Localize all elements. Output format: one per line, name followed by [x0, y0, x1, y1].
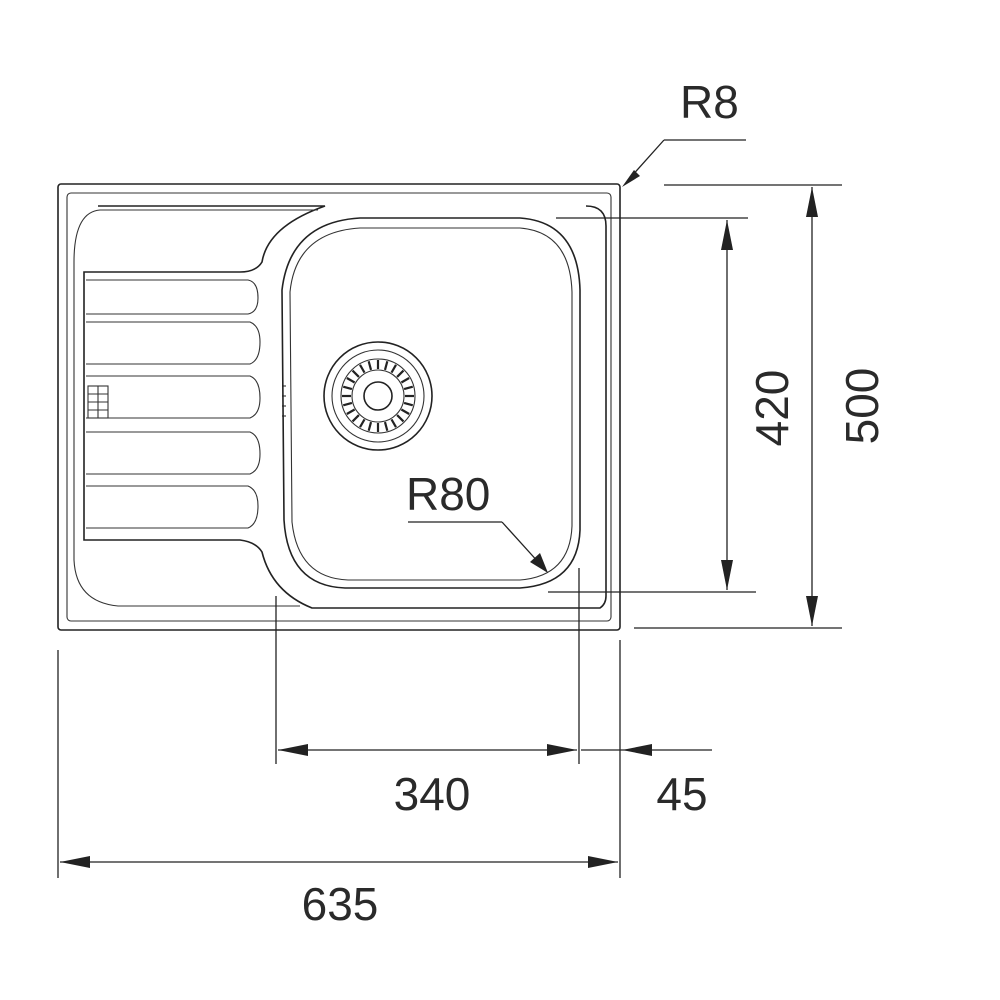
- sink-outline: [57, 183, 621, 631]
- drainer-lower-contour: [73, 262, 300, 607]
- strainer-slot: [367, 360, 373, 371]
- strainer-slot: [403, 401, 414, 407]
- strainer-slot: [367, 421, 373, 432]
- overflow-grille-icon: [87, 385, 109, 419]
- strainer-slot: [383, 360, 389, 371]
- strainer-slot: [346, 377, 356, 384]
- strainer-slot: [383, 421, 389, 432]
- label-500: 500: [836, 368, 888, 445]
- outer-rim: [57, 183, 621, 631]
- bowl-contour: [281, 217, 581, 589]
- strainer-slot: [351, 369, 360, 378]
- dim-340-45: [275, 568, 712, 878]
- label-420: 420: [746, 370, 798, 447]
- label-635: 635: [302, 878, 379, 930]
- strainer-slot: [403, 385, 414, 391]
- strainer-slot: [346, 408, 356, 415]
- drainer-rib: [86, 431, 261, 475]
- strainer-slot: [390, 364, 397, 374]
- strainer-slot: [342, 385, 353, 391]
- dim-420: [548, 217, 756, 593]
- drainer-rib: [86, 321, 261, 365]
- label-45: 45: [656, 768, 707, 820]
- bowl-inner-contour: [289, 227, 573, 581]
- label-r8: R8: [680, 76, 739, 128]
- drainer-rib: [86, 279, 259, 315]
- label-r80: R80: [406, 468, 490, 520]
- r80-leader: [408, 521, 548, 573]
- dim-635: [57, 650, 618, 878]
- dim-500: [634, 184, 842, 629]
- strainer-slot: [400, 377, 410, 384]
- strainer-slot: [342, 401, 353, 407]
- drainer-ribs: [86, 279, 261, 529]
- strainer-slot: [351, 414, 360, 423]
- strainer-slot: [390, 418, 397, 428]
- strainer-slot: [359, 418, 366, 428]
- inner-rim: [66, 192, 612, 622]
- drainer-bowl-outer-contour: [83, 205, 607, 609]
- drainer-and-bowl-contour: [73, 205, 607, 609]
- strainer-slot: [396, 414, 405, 423]
- strainer-drain-icon: [323, 341, 433, 451]
- strainer-slot: [359, 364, 366, 374]
- strainer-slots: [342, 360, 414, 432]
- drainer-inner-contour: [73, 209, 318, 263]
- label-340: 340: [394, 768, 471, 820]
- drainer-rib: [86, 375, 261, 419]
- strainer-slot: [396, 369, 405, 378]
- strainer-slot: [400, 408, 410, 415]
- drainer-rib: [86, 485, 259, 529]
- r8-leader: [622, 139, 746, 187]
